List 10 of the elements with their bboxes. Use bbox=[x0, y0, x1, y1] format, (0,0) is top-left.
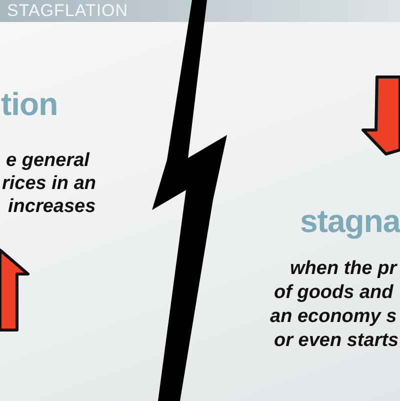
definition-text: an economy s bbox=[270, 307, 397, 326]
definition-text: increases bbox=[8, 197, 96, 216]
definition-text: or even starts bbox=[274, 331, 399, 350]
slide-title: STAGFLATION bbox=[7, 1, 128, 21]
heading: stagna bbox=[300, 205, 400, 237]
definition-text: rices in an bbox=[2, 174, 96, 193]
definition-text: when the pr bbox=[290, 259, 397, 278]
heading: tion bbox=[1, 88, 58, 120]
definition-text: of goods and bbox=[274, 283, 394, 302]
definition-text: e general bbox=[6, 151, 90, 170]
